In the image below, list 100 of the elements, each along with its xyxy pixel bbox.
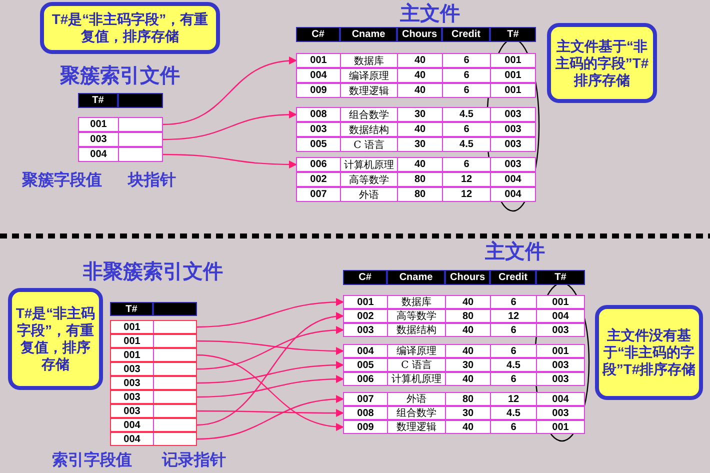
table-cell: 80 [446, 310, 491, 322]
table-cell: 数据结构 [388, 324, 446, 336]
pointer-arrow [196, 395, 344, 440]
table-cell-text: 003 [551, 407, 570, 419]
table-cell: 007 [297, 188, 341, 201]
table-cell: 009 [344, 421, 388, 433]
table-cell: 数理逻辑 [388, 421, 446, 433]
table-cell: 009 [297, 84, 341, 97]
pointer-arrow [196, 354, 344, 430]
table-row [343, 344, 585, 358]
table-cell: 30 [446, 407, 491, 419]
pointer-arrow [197, 340, 344, 355]
table-cell: 编译原理 [341, 69, 398, 82]
pointer-arrow [196, 326, 344, 370]
table-cell: 004 [111, 419, 154, 431]
table-cell: 002 [297, 173, 341, 186]
pointer-arrow [196, 361, 344, 384]
table-row [110, 404, 197, 418]
table-row [110, 376, 197, 390]
table-row [110, 362, 197, 376]
table-cell-text: 001 [551, 296, 570, 308]
table-cell: 002 [344, 310, 388, 322]
table-row [110, 432, 197, 446]
table-cell-text: 004 [551, 393, 570, 405]
table-cell: 计算机原理 [341, 158, 398, 171]
table-cell: 008 [297, 108, 341, 121]
table-cell: 数据库 [388, 296, 446, 308]
table-cell: 计算机原理 [388, 373, 446, 385]
table-cell: 001 [111, 321, 154, 333]
table-cell: 004 [79, 148, 119, 161]
table-cell: 40 [446, 296, 491, 308]
table-cell: 4.5 [443, 138, 491, 151]
table-cell-text: 003 [504, 108, 522, 121]
table-cell: 数据库 [341, 54, 398, 67]
table-row [343, 295, 585, 309]
table-cell: 004 [344, 345, 388, 357]
table-cell-text: 001 [551, 421, 570, 433]
table-cell-text: 004 [551, 310, 570, 322]
annotation-text: 聚簇字段值 [22, 170, 103, 191]
annotation-text: 块指针 [128, 170, 177, 191]
column-header: Cname [387, 270, 445, 285]
table-row [343, 420, 585, 434]
table-cell: 006 [344, 373, 388, 385]
table-cell: 6 [491, 421, 537, 433]
column-header: Chours [445, 270, 490, 285]
table-cell: 4.5 [443, 108, 491, 121]
table-cell: 004 [111, 433, 154, 445]
column-header: T# [110, 302, 153, 316]
column-header: C# [296, 27, 340, 42]
pointer-arrow [163, 154, 297, 168]
table-cell: 003 [111, 405, 154, 417]
table-cell: 6 [443, 123, 491, 136]
table-row [78, 147, 163, 162]
table-cell: 004 [297, 69, 341, 82]
annotation-text: 记录指针 [162, 450, 227, 471]
table-cell-text: 003 [551, 359, 570, 371]
table-cell: 40 [446, 345, 491, 357]
pointer-arrow [162, 110, 297, 140]
table-cell: 001 [111, 335, 154, 347]
table-cell: 高等数学 [388, 310, 446, 322]
table-cell: 6 [491, 373, 537, 385]
table-row [296, 68, 536, 83]
table-cell: 组合数学 [388, 407, 446, 419]
table-row [296, 172, 536, 187]
note-callout: T#是“非主码字段”，有重复值，排序存储 [40, 2, 220, 54]
pointer-arrow [197, 408, 344, 417]
table-cell: 6 [443, 158, 491, 171]
table-cell: 001 [297, 54, 341, 67]
table-cell: 007 [344, 393, 388, 405]
table-row [110, 390, 197, 404]
note-callout: 主文件没有基于“非主码的字段”T#排序存储 [595, 305, 703, 400]
column-header: Cname [340, 27, 397, 42]
table-cell: 4.5 [491, 359, 537, 371]
file-title: 非聚簇索引文件 [83, 260, 223, 285]
table-cell: 6 [491, 345, 537, 357]
column-header: T# [78, 93, 118, 108]
table-row [296, 187, 536, 202]
table-cell: 003 [79, 133, 119, 146]
table-cell: 组合数学 [341, 108, 398, 121]
table-row [296, 157, 536, 172]
table-cell: 12 [491, 393, 537, 405]
table-cell-text: 001 [551, 345, 570, 357]
table-cell: 003 [111, 363, 154, 375]
table-cell-text: 003 [504, 158, 522, 171]
annotation-text: 索引字段值 [52, 450, 133, 471]
table-row [78, 132, 163, 147]
table-cell: 80 [446, 393, 491, 405]
table-cell: 003 [344, 324, 388, 336]
table-cell: 003 [297, 123, 341, 136]
table-cell: 80 [398, 173, 443, 186]
table-cell: 外语 [341, 188, 398, 201]
table-cell: 40 [398, 54, 443, 67]
table-cell: 001 [111, 349, 154, 361]
table-cell-text: 003 [551, 324, 570, 336]
table-cell-text: 001 [504, 54, 522, 67]
table-cell: 40 [398, 123, 443, 136]
table-cell: 外语 [388, 393, 446, 405]
table-cell: 6 [491, 324, 537, 336]
column-header: T# [536, 270, 585, 285]
table-row [343, 392, 585, 406]
